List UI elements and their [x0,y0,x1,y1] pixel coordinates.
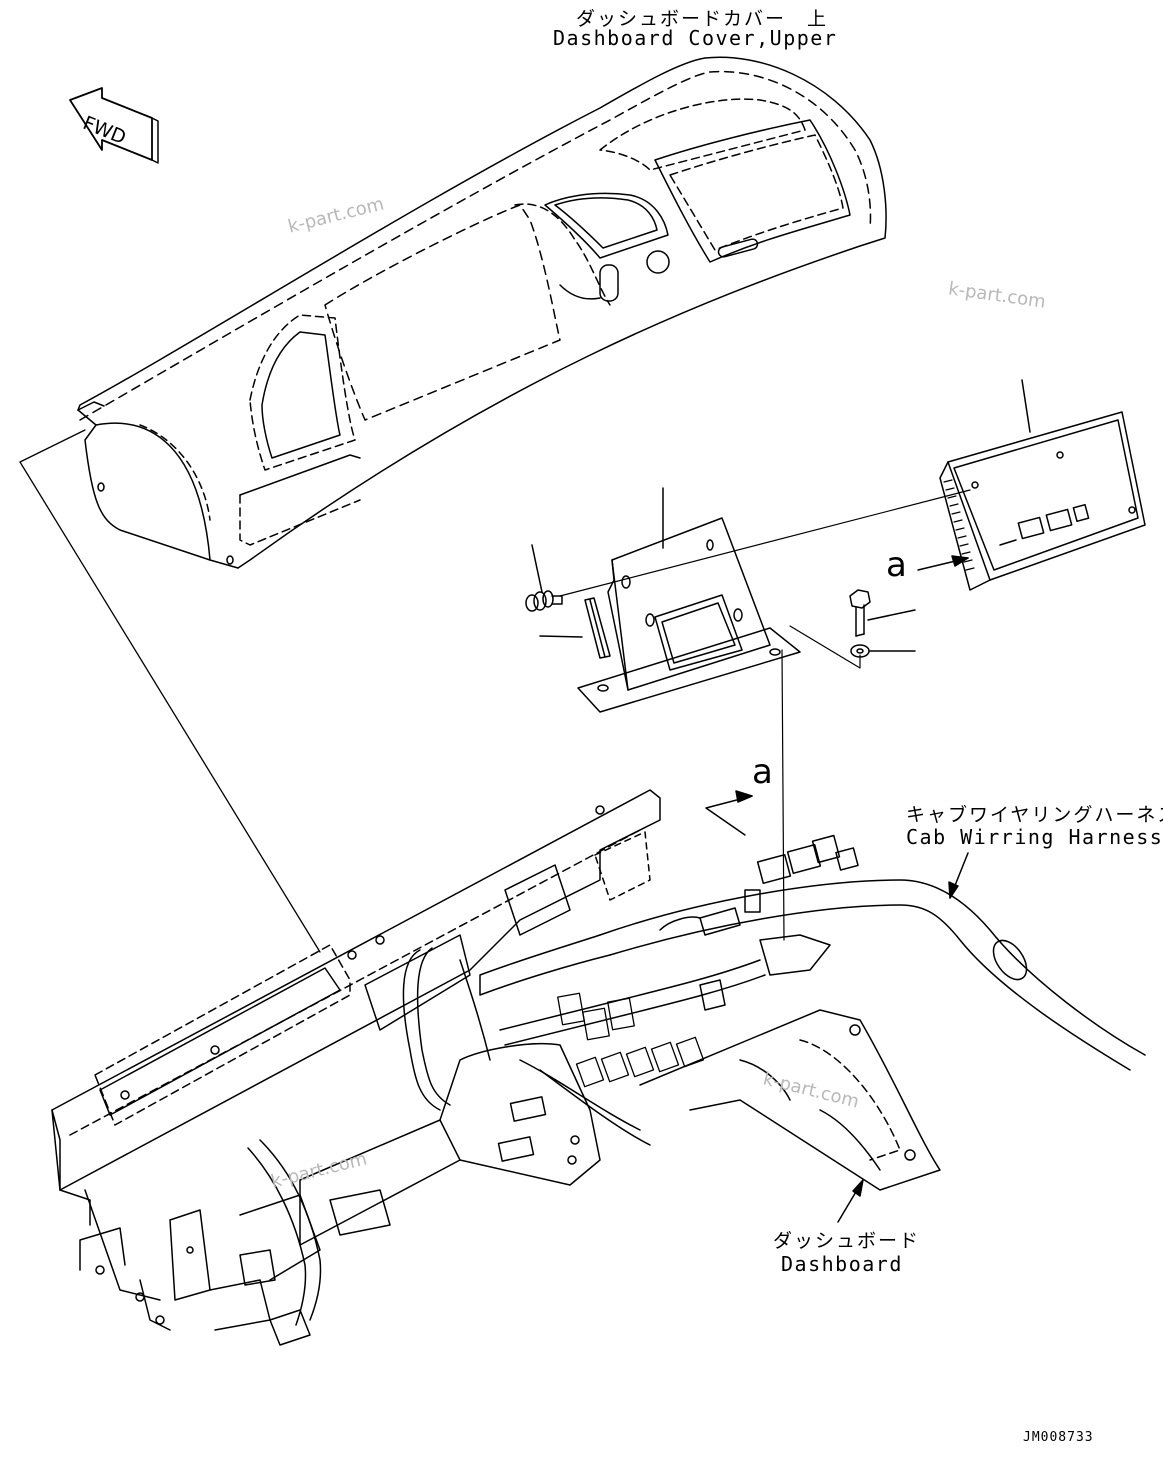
dashboard-cover-upper [77,56,887,569]
dashboard-label-arrow [837,1179,864,1223]
callout-a-lower: a [752,752,773,792]
cover-leader-line [19,461,321,953]
harness-label-arrow [948,852,969,899]
cab-wiring-harness-label-en: Cab Wirring Harness [906,825,1163,849]
callout-arrow-a-lower [705,790,753,836]
bolt-leader [789,625,861,669]
cushion-strip [539,597,611,659]
cab-wiring-harness [239,834,1146,1346]
dashboard-label-en: Dashboard [781,1252,903,1276]
controller-bracket [577,487,801,713]
dashboard-cover-upper-label-jp: ダッシュボードカバー 上 [576,8,829,30]
fwd-arrow-icon [69,87,159,164]
bolt [849,589,916,637]
dashboard-label-jp: ダッシュボード [773,1230,921,1252]
dashboard-frame [51,789,941,1331]
bracket-to-dashboard-leader [781,649,785,941]
dashboard-cover-upper-label-en: Dashboard Cover,Upper [553,26,838,50]
callout-arrow-a-upper [917,555,969,571]
controller-module [559,379,1146,597]
document-id: JM008733 [1023,1430,1094,1445]
cab-wiring-harness-label-jp: キャブワイヤリングハーネス [906,804,1163,826]
callout-a-upper: a [886,545,907,585]
screw-clip [525,544,563,612]
